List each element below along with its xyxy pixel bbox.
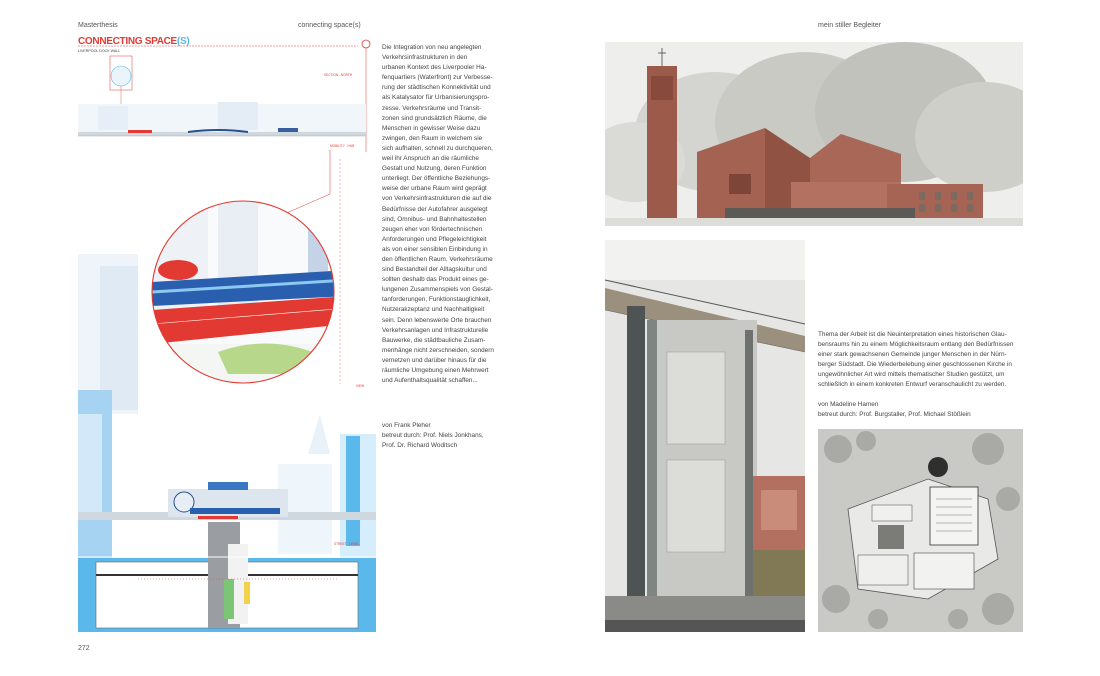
poster-drawing <box>78 39 376 632</box>
poster-tag-2: MOBILITY . HUB <box>330 144 355 148</box>
church-section-image <box>605 240 805 632</box>
poster-tag-4: STREET . LEVEL <box>334 542 360 546</box>
poster-tag-1: SECTION . NORTH <box>324 73 353 77</box>
poster-tag-3: VIEW <box>356 384 365 388</box>
poster: CONNECTING SPACE(S) LIVERPOOL DOCK WALL … <box>78 34 376 632</box>
right-credits: von Madeline Hamen betreut durch: Prof. … <box>818 401 971 419</box>
church-elevation-image <box>605 42 1023 226</box>
poster-title-suffix: (S) <box>176 36 190 47</box>
right-body-text: Thema der Arbeit ist die Neuinterpretati… <box>818 331 1014 389</box>
left-body-text: Die Integration von neu angelegten Verke… <box>382 44 494 385</box>
left-credits: von Frank Pleher betreut durch: Prof. Ni… <box>382 422 484 450</box>
header-left: Masterthesis <box>78 22 118 29</box>
header-center-right: mein stiller Begleiter <box>818 22 882 29</box>
site-plan-image <box>818 429 1023 632</box>
header-center-left: connecting space(s) <box>298 22 361 29</box>
poster-title: CONNECTING SPACE(S) <box>78 36 190 47</box>
page-number: 272 <box>78 645 90 652</box>
poster-subtitle: LIVERPOOL DOCK WALL <box>78 49 121 53</box>
